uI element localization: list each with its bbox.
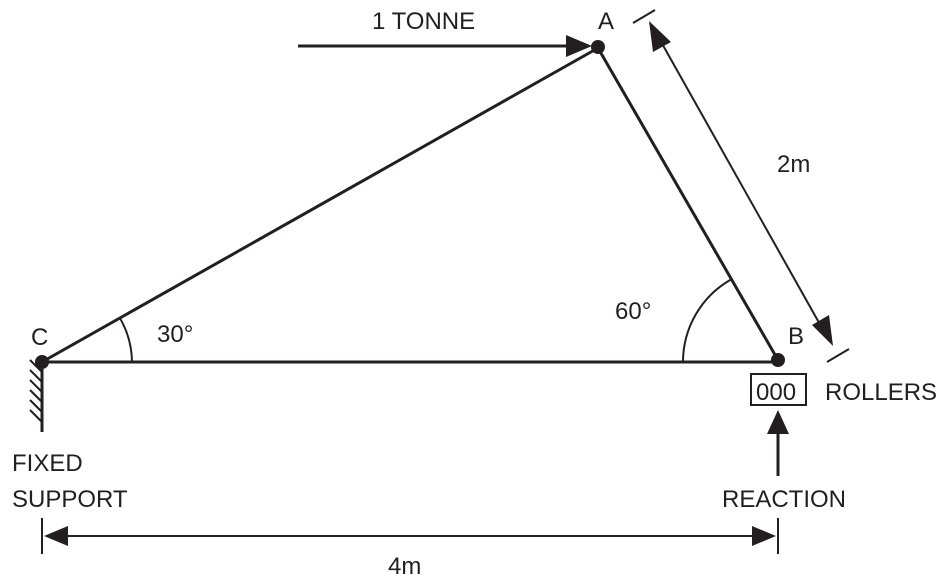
label-b: B <box>788 323 804 350</box>
joint-b <box>771 353 785 367</box>
dim-ab-label: 2m <box>777 151 810 178</box>
dim-ab-arrowhead-top <box>649 21 671 52</box>
fixed-support-label-line2: SUPPORT <box>12 486 128 513</box>
fixed-support-label-line1: FIXED <box>12 450 83 477</box>
dim-cb-label: 4m <box>388 553 421 578</box>
member-ca <box>41 46 599 364</box>
angle-label-c: 30° <box>157 321 193 348</box>
dim-ab-arrowhead-bottom <box>812 315 833 346</box>
member-ab <box>596 47 780 361</box>
rollers-box-label: 000 <box>756 379 796 406</box>
dim-ab-tick-bottom <box>826 348 850 363</box>
joint-a <box>591 40 605 54</box>
reaction-label: REACTION <box>722 486 846 513</box>
load-label: 1 TONNE <box>372 8 475 35</box>
label-c: C <box>31 324 48 351</box>
dim-cb-arrowhead-left <box>44 526 68 546</box>
reaction-arrowhead <box>767 410 789 434</box>
dim-ab-line <box>659 39 823 329</box>
load-arrowhead <box>566 35 592 57</box>
label-a: A <box>598 8 614 35</box>
rollers-box <box>750 373 807 406</box>
angle-arc-c <box>119 317 133 363</box>
angle-arc-b <box>682 278 732 363</box>
dim-cb-arrowhead-right <box>752 526 776 546</box>
rollers-label: ROLLERS <box>825 379 937 406</box>
dim-ab-tick-top <box>632 9 656 24</box>
fixed-support-hatching <box>29 359 43 423</box>
angle-label-b: 60° <box>615 298 651 325</box>
